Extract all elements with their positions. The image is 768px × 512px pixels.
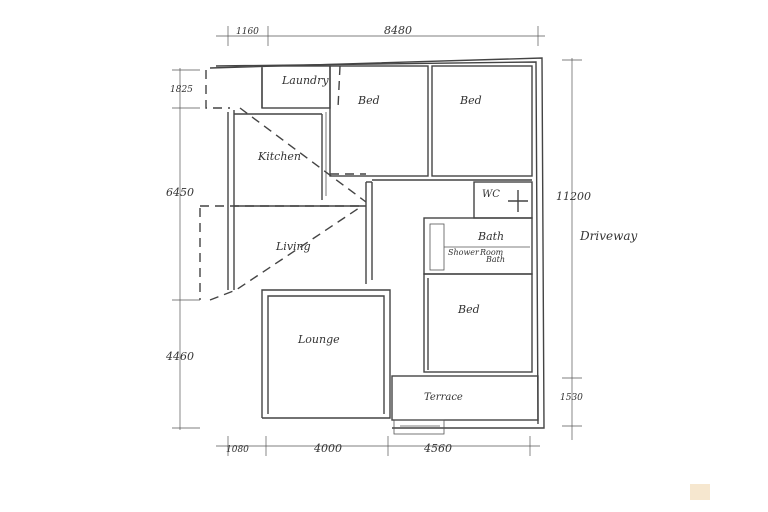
bedroom-2 [431, 65, 533, 177]
bedroom-1 [329, 65, 429, 177]
bedroom-3 [423, 273, 533, 373]
dim-right-total: 11200 [556, 190, 591, 203]
room-label-shower: Shower [448, 248, 480, 257]
kitchen [234, 112, 327, 200]
dim-left-bottom: 4460 [165, 350, 194, 363]
room-label-terrace: Terrace [424, 392, 463, 403]
driveway-label: Driveway [579, 229, 638, 243]
room-label-bed-3: Bed [457, 303, 480, 316]
room-label-living: Living [275, 240, 311, 253]
dim-right-bottom: 1530 [560, 393, 583, 403]
room-label-room: Room [479, 248, 504, 257]
room-label-lounge: Lounge [297, 333, 340, 346]
dim-bottom-right: 4560 [423, 442, 452, 455]
top-dimension-line [216, 26, 545, 46]
room-label-laundry: Laundry [281, 74, 329, 87]
room-label-wc: WC [482, 189, 500, 200]
dim-bottom-middle: 4000 [313, 442, 342, 455]
terrace [391, 375, 539, 435]
dashed-outline [199, 65, 367, 301]
bathroom [423, 217, 533, 275]
bottom-dimension-line [216, 436, 540, 456]
room-label-kitchen: Kitchen [257, 150, 301, 163]
dim-left-top: 1825 [170, 85, 193, 95]
outer-walls [209, 57, 545, 429]
paper-mark [690, 484, 710, 500]
right-dimension-line [562, 58, 582, 440]
room-label-bed-1: Bed [357, 94, 380, 107]
dim-left-middle: 6450 [166, 186, 194, 199]
hallway-walls [365, 179, 532, 284]
wc-room [473, 181, 533, 219]
dim-bottom-left: 1080 [226, 445, 249, 455]
laundry-room [261, 65, 331, 109]
dim-top-total: 8480 [384, 24, 412, 37]
dim-top-left: 1160 [236, 27, 259, 37]
left-dimension-line [172, 68, 200, 430]
room-label-bath: Bath [477, 230, 504, 243]
room-label-bed-2: Bed [459, 94, 482, 107]
room-label-bath-small: Bath [485, 255, 505, 264]
